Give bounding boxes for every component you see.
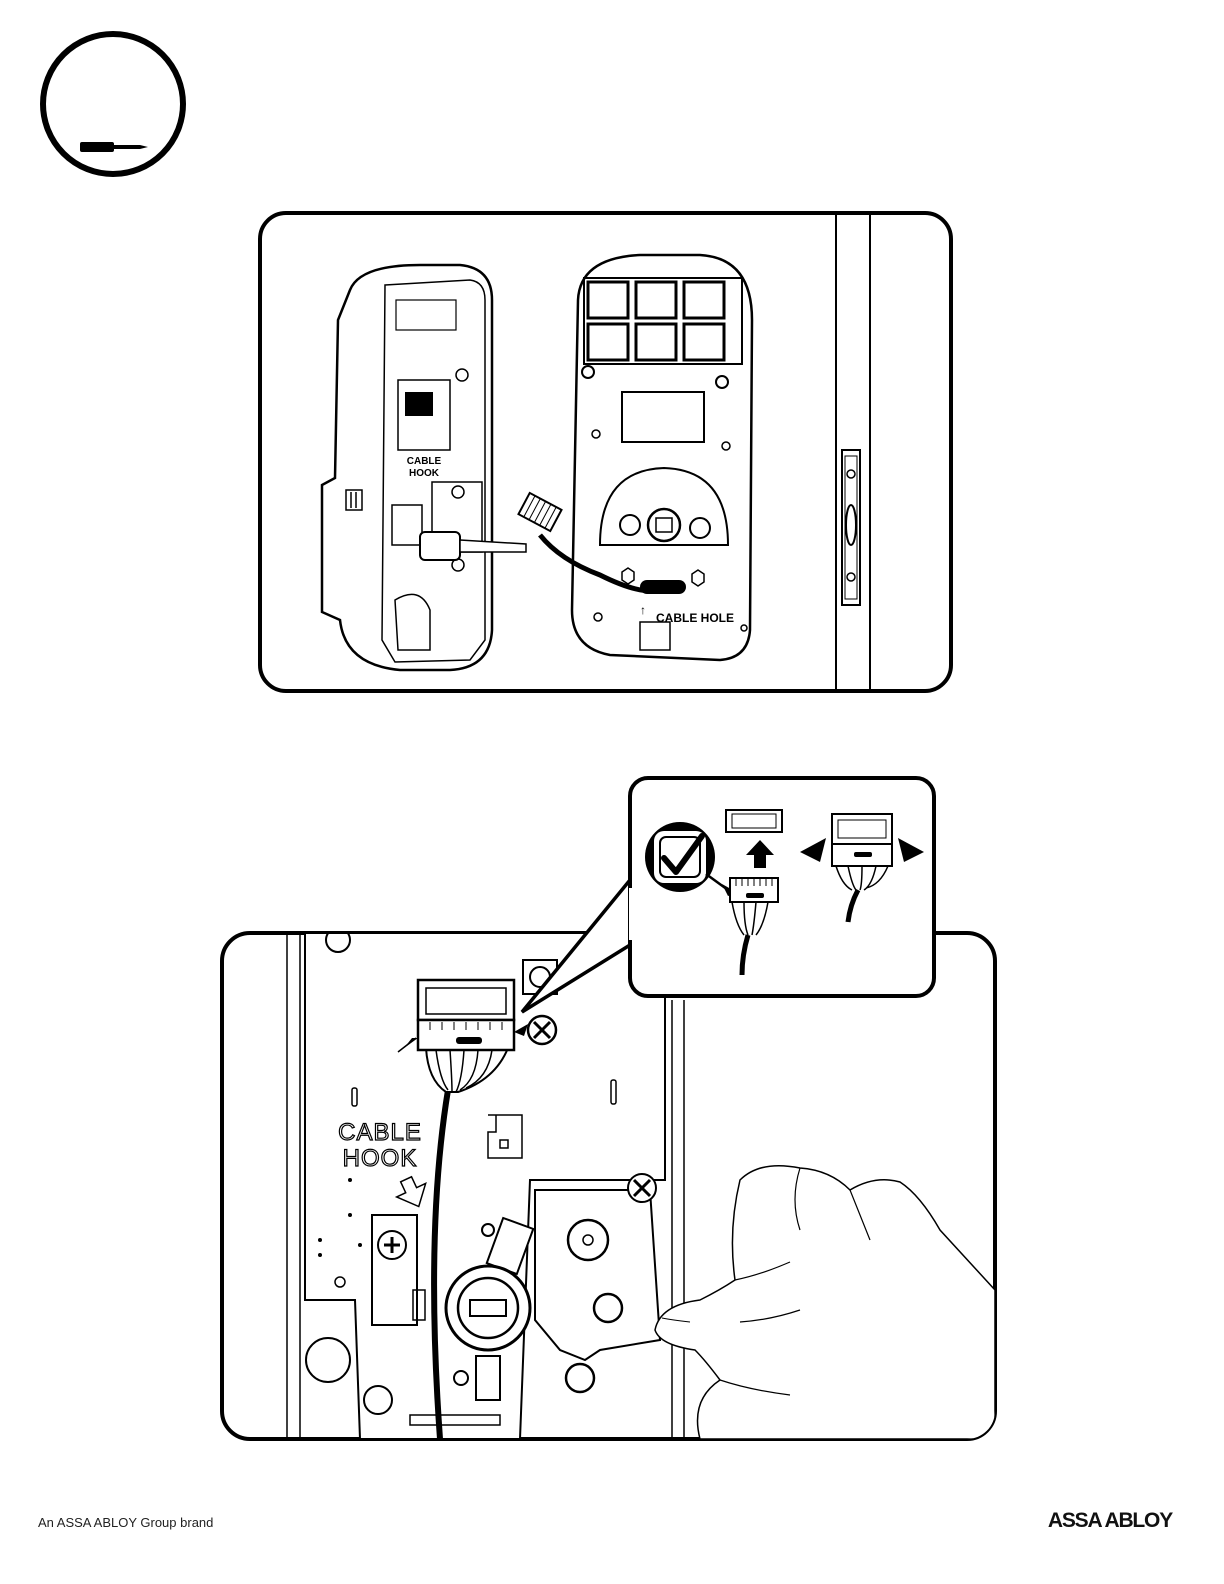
tool-badge: [43, 34, 183, 174]
screwdriver-icon: [80, 142, 148, 152]
cable-hook-label-line1: CABLE: [338, 1119, 422, 1146]
cable-hook-label-line2: HOOK: [343, 1145, 418, 1172]
assa-abloy-logo: ASSA ABLOY: [1048, 1509, 1172, 1533]
lock-housing-front: ↑ CABLE HOLE: [572, 255, 752, 660]
cable-hook-label-line1: CABLE: [407, 456, 442, 467]
arrow-up-icon: ↑: [640, 603, 646, 617]
door-strike-plate: [842, 450, 860, 605]
panel-2: CABLE HOOK: [222, 778, 995, 1439]
panel-1: CABLE HOOK: [260, 213, 951, 691]
checkmark-icon: [645, 822, 715, 892]
cable-hook-label-line2: HOOK: [409, 468, 440, 479]
cable-hole-label: CABLE HOLE: [656, 611, 734, 625]
brand-note: An ASSA ABLOY Group brand: [38, 1515, 213, 1530]
instruction-illustrations: CABLE HOOK: [0, 0, 1224, 1500]
screw-icon: [528, 1016, 556, 1044]
